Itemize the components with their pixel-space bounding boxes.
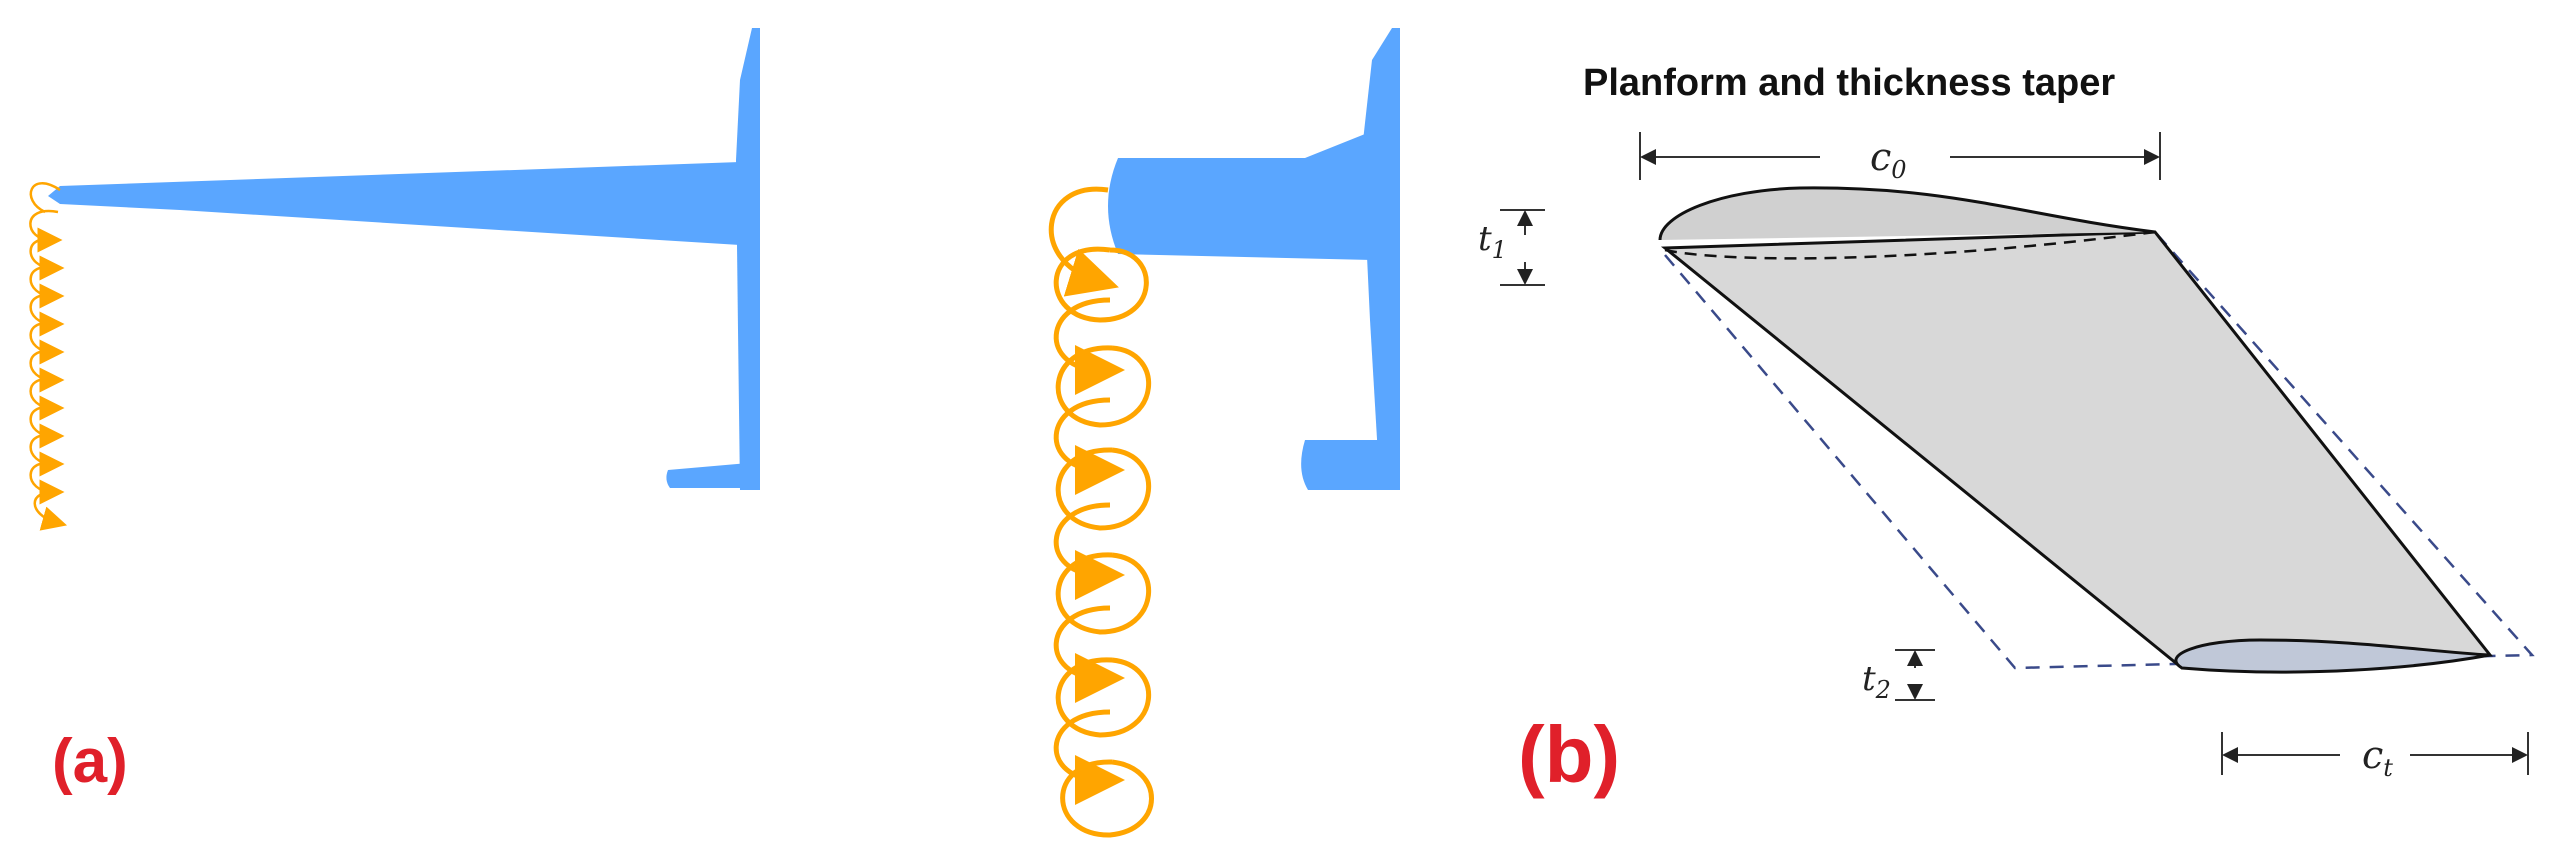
diagram-b-title: Planform and thickness taper [1583,62,2115,104]
thin-wing-tail-shape [666,462,760,488]
panel-a-thin-wing-group [29,28,760,531]
root-airfoil-hidden-edge [1664,230,2156,260]
tip-airfoil-shape [2174,638,2491,674]
small-tip-vortex [29,182,68,531]
large-tip-vortex [1048,186,1154,838]
t1-label: t1 [1478,219,1507,264]
root-thickness-dimension: t1 [1478,209,1545,286]
stubby-wing-shape [1108,158,1372,260]
ct-label: ct [2362,733,2393,782]
tapered-wing-body [1660,230,2494,670]
root-airfoil-shape [1658,186,2156,241]
c0-label: c0 [1870,135,1907,184]
tip-chord-dimension: ct [2221,732,2529,782]
panel-a-label: (a) [52,727,128,796]
panel-a-stubby-wing-group [1048,28,1400,838]
panel-b-taper-diagram: Planform and thickness taper c0 t1 [1478,62,2535,782]
t2-label: t2 [1862,659,1891,704]
stubby-wing-tail-shape [1301,440,1400,490]
tip-thickness-dimension: t2 [1862,649,1935,704]
root-chord-dimension: c0 [1639,132,2161,184]
thin-wing-shape [48,162,740,245]
thin-wing-fuselage-shape [736,28,760,490]
panel-b-label: (b) [1518,710,1620,799]
stubby-wing-fuselage-shape [1362,28,1400,490]
